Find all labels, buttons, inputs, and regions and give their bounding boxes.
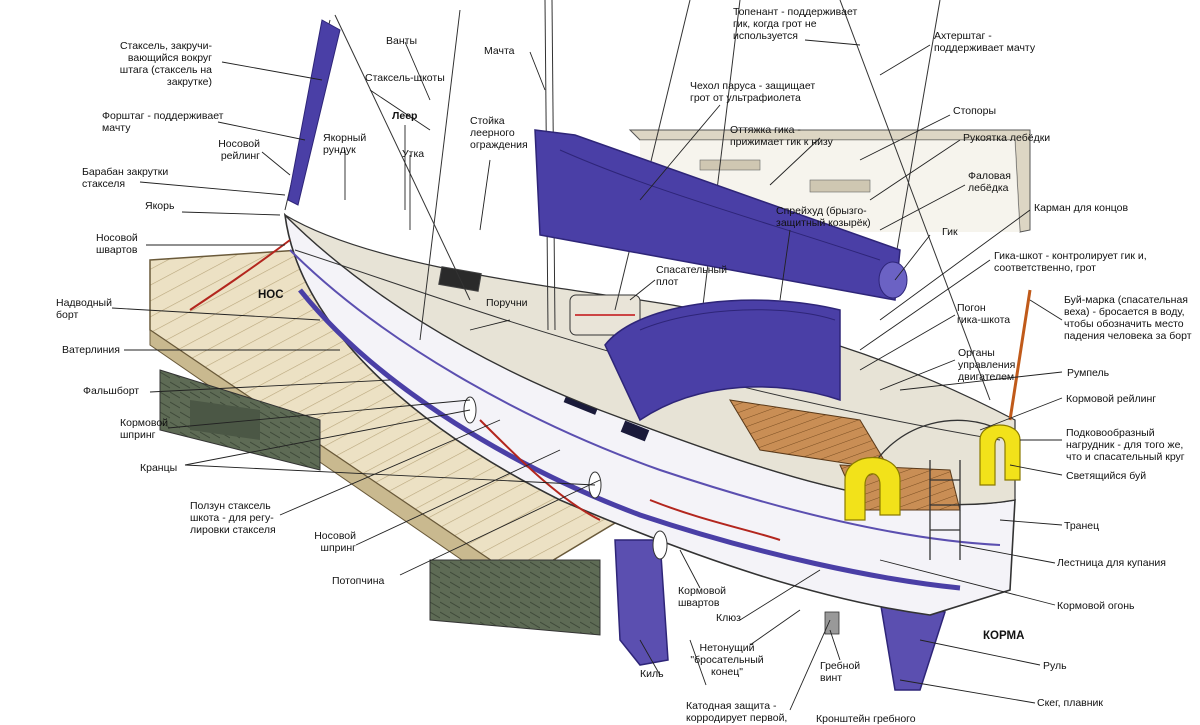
label-sail-cover: Чехол паруса - защищает грот от ультрафи… bbox=[690, 80, 816, 104]
label-waterline: Ватерлиния bbox=[62, 344, 120, 356]
label-halyard-winch: Фаловая лебёдка bbox=[968, 170, 1011, 194]
label-liferaft: Спасательный плот bbox=[656, 264, 727, 288]
label-light-buoy: Светящийся буй bbox=[1066, 470, 1147, 482]
label-jib-car: Ползун стаксель шкота - для регу- лировк… bbox=[190, 500, 276, 536]
label-staysail-furling: Стаксель, закручи- вающийся вокруг штага… bbox=[119, 40, 212, 88]
label-boom: Гик bbox=[942, 226, 958, 238]
stern-pulpit bbox=[869, 419, 1001, 560]
leader-lines bbox=[111, 39, 1063, 711]
dan-buoy-pole bbox=[1008, 289, 1032, 421]
label-bow-pulpit: Носовой рейлинг bbox=[218, 138, 260, 162]
label-traveller: Погон гика-шкота bbox=[957, 302, 1011, 326]
label-engine-controls: Органы управления двигателем bbox=[958, 347, 1016, 383]
fenders bbox=[463, 396, 668, 560]
label-rope-pocket: Карман для концов bbox=[1034, 202, 1129, 214]
label-horseshoe: Подковообразный нагрудник - для того же,… bbox=[1066, 427, 1185, 463]
label-tiller: Румпель bbox=[1067, 367, 1110, 379]
label-transom: Транец bbox=[1064, 520, 1100, 532]
label-furling-drum: Барабан закрутки стакселя bbox=[82, 166, 169, 190]
label-stern-spring: Кормовой шпринг bbox=[120, 417, 169, 441]
label-boom-vang: Оттяжка гика - прижимает гик к низу bbox=[730, 124, 833, 148]
label-clutches: Стопоры bbox=[953, 105, 997, 117]
label-toe-rail: Фальшборт bbox=[83, 385, 140, 397]
label-jib-sheets: Стаксель-шкоты bbox=[365, 72, 445, 84]
label-bow-spring: Носовой шпринг bbox=[314, 530, 356, 554]
spray-hood bbox=[604, 299, 841, 422]
label-deck-cleat: Потопчина bbox=[332, 575, 385, 587]
label-stern-pulpit: Кормовой рейлинг bbox=[1066, 393, 1157, 405]
label-keel: Киль bbox=[640, 668, 664, 680]
label-fairlead: Клюз bbox=[716, 612, 741, 624]
label-forestay: Форштаг - поддерживает мачту bbox=[102, 110, 224, 134]
pontoon-dock bbox=[149, 249, 622, 636]
label-cleat: Утка bbox=[402, 148, 425, 160]
label-bow-word: НОС bbox=[258, 289, 284, 301]
label-bow-line: Носовой швартов bbox=[96, 232, 138, 256]
label-spray-hood: Спрейхуд (брызго- защитный козырёк) bbox=[776, 205, 871, 229]
label-stanchion: Стойка леерного ограждения bbox=[470, 115, 528, 151]
label-mainsheet: Гика-шкот - контролирует гик и, соответс… bbox=[994, 250, 1147, 274]
label-stern-light: Кормовой огонь bbox=[1057, 600, 1135, 612]
label-handrails: Поручни bbox=[486, 297, 528, 309]
label-cathodic: Катодная защита - корродирует первой, за… bbox=[686, 700, 788, 725]
label-shaft-bracket: Кронштейн гребного bbox=[816, 713, 916, 725]
label-dan-buoy: Буй-марка (спасательная веха) - бросаетс… bbox=[1064, 294, 1192, 342]
sail-cover bbox=[534, 129, 908, 301]
mooring-lines bbox=[189, 239, 781, 541]
label-ladder: Лестница для купания bbox=[1057, 557, 1166, 569]
label-shrouds: Ванты bbox=[386, 35, 417, 47]
label-mast: Мачта bbox=[484, 45, 515, 57]
label-winch-handle: Рукоятка лебёдки bbox=[963, 132, 1051, 144]
horseshoe-buoys bbox=[844, 424, 1021, 521]
label-stern-line: Кормовой швартов bbox=[678, 585, 727, 609]
label-fenders: Кранцы bbox=[140, 462, 178, 474]
label-lifeline: Леер bbox=[392, 110, 418, 122]
label-skeg: Скег, плавник bbox=[1037, 697, 1104, 709]
furled-staysail bbox=[287, 19, 341, 206]
label-anchor-locker: Якорный рундук bbox=[323, 132, 367, 156]
label-rudder: Руль bbox=[1043, 660, 1067, 672]
label-anchor: Якорь bbox=[145, 200, 175, 212]
label-propeller: Гребной винт bbox=[820, 660, 861, 684]
label-topping-lift: Топенант - поддерживает гик, когда грот … bbox=[733, 6, 858, 42]
label-topsides: Надводный борт bbox=[56, 297, 112, 321]
label-heaving-line: Нетонущий "бросательный конец" bbox=[690, 642, 764, 678]
label-stern-word: КОРМА bbox=[983, 630, 1025, 642]
label-backstay: Ахтерштаг - поддерживает мачту bbox=[934, 30, 1036, 54]
